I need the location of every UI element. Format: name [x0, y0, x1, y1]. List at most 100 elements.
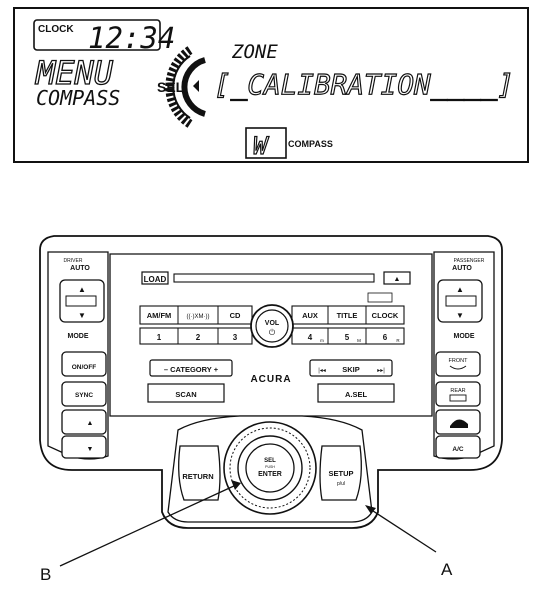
- interface-dial[interactable]: SEL PUSH ENTER: [223, 421, 317, 515]
- eject-button[interactable]: [383, 271, 411, 285]
- preset-6-sub: R: [396, 338, 400, 343]
- preset-4-sub: m: [320, 338, 324, 343]
- cd-slot: [173, 273, 375, 283]
- on-off-label: ON/OFF: [72, 364, 97, 371]
- front-defrost-button[interactable]: [435, 351, 481, 377]
- left-temp-down-icon[interactable]: ▼: [78, 311, 86, 320]
- lcd-display: CLOCK 12:34 MENU COMPASS SEL ZONE [_CALI…: [13, 7, 529, 163]
- cd-button[interactable]: CD: [230, 311, 241, 320]
- fan-up-button[interactable]: [61, 409, 107, 435]
- source-buttons-row: AM/FM ((·)XM·)) CD AUX TITLE CLOCK: [139, 292, 405, 325]
- clock-label: CLOCK: [38, 24, 74, 35]
- control-panel: DRIVER AUTO ▲ ▼ MODE ON/OFF SYNC ▲ ▼ PAS…: [39, 235, 503, 529]
- heading-value: W: [253, 132, 270, 160]
- clock-button[interactable]: CLOCK: [372, 311, 399, 320]
- compass-mode-text: COMPASS: [36, 86, 120, 110]
- am-fm-button[interactable]: AM/FM: [147, 311, 172, 320]
- dial-push-label: PUSH: [265, 465, 275, 469]
- rear-defrost-label: REAR: [450, 388, 465, 394]
- ac-label: A/C: [452, 446, 464, 453]
- front-defrost-icon: [449, 365, 467, 370]
- preset-1-button[interactable]: 1: [157, 333, 162, 342]
- scan-button[interactable]: [147, 383, 225, 403]
- on-off-button[interactable]: [61, 351, 107, 377]
- heading-box: [245, 127, 287, 159]
- return-label: RETURN: [182, 472, 213, 481]
- scan-label: SCAN: [175, 390, 196, 399]
- callout-b-arrowhead: [231, 480, 241, 490]
- left-auto-label[interactable]: AUTO: [70, 265, 90, 272]
- vol-label: VOL: [265, 320, 280, 327]
- skip-rocker[interactable]: [309, 359, 393, 377]
- category-rocker[interactable]: [149, 359, 233, 377]
- small-badge-icon: [367, 292, 393, 303]
- callout-b-line: [59, 484, 237, 567]
- power-icon: ⏻: [269, 328, 276, 337]
- category-label: – CATEGORY +: [164, 365, 219, 374]
- preset-4-button[interactable]: 4: [308, 333, 313, 342]
- preset-5-sub: M: [357, 338, 361, 343]
- calibration-text: [_CALIBRATION____]: [214, 68, 514, 102]
- left-driver-label: DRIVER: [64, 258, 83, 264]
- rear-defrost-icon: [449, 394, 467, 402]
- skip-label: SKIP: [342, 365, 360, 374]
- a-sel-button[interactable]: [317, 383, 395, 403]
- right-climate-buttons: FRONT REAR A/C: [435, 351, 481, 459]
- ac-button[interactable]: [435, 435, 481, 459]
- clock-box: [33, 19, 161, 51]
- right-temp-down-icon[interactable]: ▼: [456, 311, 464, 320]
- brand-logo: ACURA: [250, 374, 291, 385]
- right-temp-up-icon[interactable]: ▲: [456, 285, 464, 294]
- callout-a: A: [365, 505, 453, 579]
- sync-label: SYNC: [75, 392, 93, 399]
- heading-compass-label: COMPASS: [288, 139, 333, 149]
- mode-right-button[interactable]: MODE: [454, 333, 475, 340]
- left-temp-rocker[interactable]: ▲ ▼: [59, 279, 105, 323]
- preset-left-group: [139, 327, 253, 345]
- right-auto-label[interactable]: AUTO: [452, 265, 472, 272]
- left-climate-buttons: ON/OFF SYNC ▲ ▼: [61, 351, 107, 459]
- preset-right-group: [291, 327, 405, 345]
- right-passenger-label: PASSENGER: [454, 258, 485, 264]
- menu-text: MENU: [35, 54, 114, 92]
- sel-label: SEL: [157, 79, 185, 95]
- aux-button[interactable]: AUX: [302, 311, 318, 320]
- return-button[interactable]: [178, 445, 221, 501]
- callout-b: B: [40, 480, 241, 584]
- rear-defrost-button[interactable]: [435, 381, 481, 407]
- a-sel-label: A.SEL: [345, 390, 368, 399]
- sync-button[interactable]: [61, 381, 107, 407]
- preset-2-button[interactable]: 2: [196, 333, 201, 342]
- front-defrost-label: FRONT: [449, 358, 469, 364]
- fan-down-button[interactable]: [61, 435, 107, 459]
- preset-5-button[interactable]: 5: [345, 333, 350, 342]
- clock-time: 12:34: [88, 21, 175, 55]
- skip-prev-icon: |◂◂: [318, 368, 326, 374]
- callout-b-label: B: [40, 565, 51, 584]
- recirculate-icon: [450, 419, 468, 428]
- preset-6-button[interactable]: 6: [383, 333, 388, 342]
- source-left-group: [139, 305, 253, 325]
- xm-button[interactable]: ((·)XM·)): [187, 314, 210, 320]
- skip-next-icon: ▸▸|: [377, 368, 385, 374]
- right-temp-rocker[interactable]: ▲ ▼: [437, 279, 483, 323]
- zone-label: ZONE: [231, 41, 278, 63]
- preset-buttons-row: 1 2 3 4 m 5 M 6 R: [139, 327, 405, 345]
- mode-left-button[interactable]: MODE: [68, 333, 89, 340]
- load-button[interactable]: [141, 271, 169, 285]
- callout-a-label: A: [441, 560, 453, 579]
- left-temp-up-icon[interactable]: ▲: [78, 285, 86, 294]
- setup-label: SETUP: [328, 469, 353, 478]
- callout-a-arrowhead: [365, 505, 376, 514]
- callout-a-line: [369, 508, 437, 553]
- preset-3-button[interactable]: 3: [233, 333, 238, 342]
- source-right-group: [291, 305, 405, 325]
- volume-knob[interactable]: VOL ⏻: [250, 304, 294, 348]
- fan-up-icon: ▲: [87, 420, 94, 427]
- setup-button[interactable]: [319, 445, 362, 501]
- load-label: LOAD: [144, 275, 167, 284]
- fan-down-icon: ▼: [87, 446, 94, 453]
- title-button[interactable]: TITLE: [337, 311, 358, 320]
- dial-sel-label: SEL: [264, 458, 276, 464]
